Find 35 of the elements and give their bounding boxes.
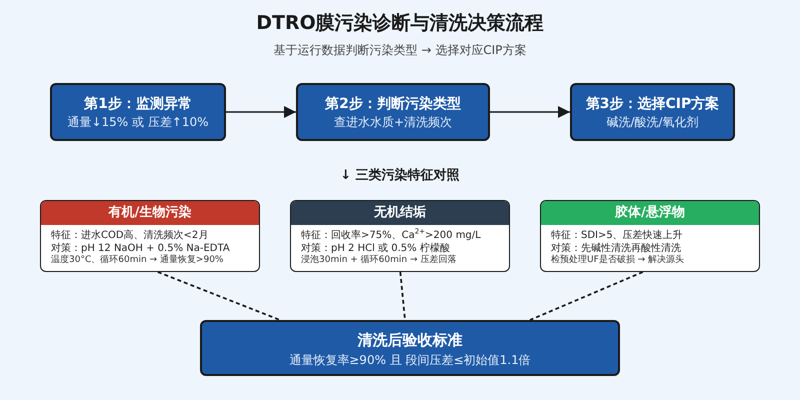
box-heading: 第1步：监测异常 [84, 94, 192, 114]
category-card [540, 200, 760, 272]
box-heading: 清洗后验收标准 [358, 330, 462, 350]
process-box [200, 320, 620, 376]
note-text: 浸泡30min + 循环60min → 压差回落 [300, 255, 458, 266]
card-header: 有机/生物污染 [41, 201, 259, 225]
card-header: 无机结垢 [291, 201, 509, 225]
box-text: 查进水水质+清洗频次 [334, 114, 452, 130]
measure-text: 对策：pH 2 HCl 或 0.5% 柠檬酸 [300, 242, 451, 254]
box-heading: 第2步：判断污染类型 [325, 94, 461, 114]
feature-text: 特征：进水COD高、清洗频次<2月 [50, 229, 210, 242]
process-box [50, 83, 226, 141]
feature-text: 特征：回收率>75%、Ca$^{2+}$>200 mg/L [300, 229, 482, 242]
arrow [226, 106, 296, 118]
dashed-connector [157, 271, 280, 321]
card-header: 胶体/悬浮物 [541, 201, 759, 225]
process-box [296, 83, 490, 141]
process-box [570, 83, 735, 141]
subtitle: 基于运行数据判断污染类型 → 选择对应CIP方案 [272, 42, 528, 59]
box-text: 碱洗/酸洗/氧化剂 [606, 114, 699, 130]
measure-text: 对策：先碱性清洗再酸性清洗 [550, 242, 682, 254]
measure-text: 对策：pH 12 NaOH + 0.5% Na-EDTA [50, 242, 231, 254]
category-card [290, 200, 510, 272]
box-text: 通量恢复率≥90% 且 段间压差≤初始值1.1倍 [289, 352, 531, 368]
box-text: 通量↓15% 或 压差↑10% [67, 114, 209, 130]
note-text: 检预处理UF是否破损 → 解决源头 [550, 255, 686, 266]
box-heading: 第3步：选择CIP方案 [586, 94, 720, 114]
title: DTRO膜污染诊断与清洗决策流程 [255, 11, 545, 36]
note-text: 温度30°C、循环60min → 通量恢复>90% [50, 255, 224, 266]
section-label: ↓ 三类污染特征对照 [340, 168, 460, 183]
feature-text: 特征：SDI>5、压差快速上升 [550, 229, 684, 242]
category-card [40, 200, 260, 272]
dashed-connector [399, 272, 406, 320]
dashed-connector [530, 271, 644, 321]
arrow [490, 106, 570, 118]
